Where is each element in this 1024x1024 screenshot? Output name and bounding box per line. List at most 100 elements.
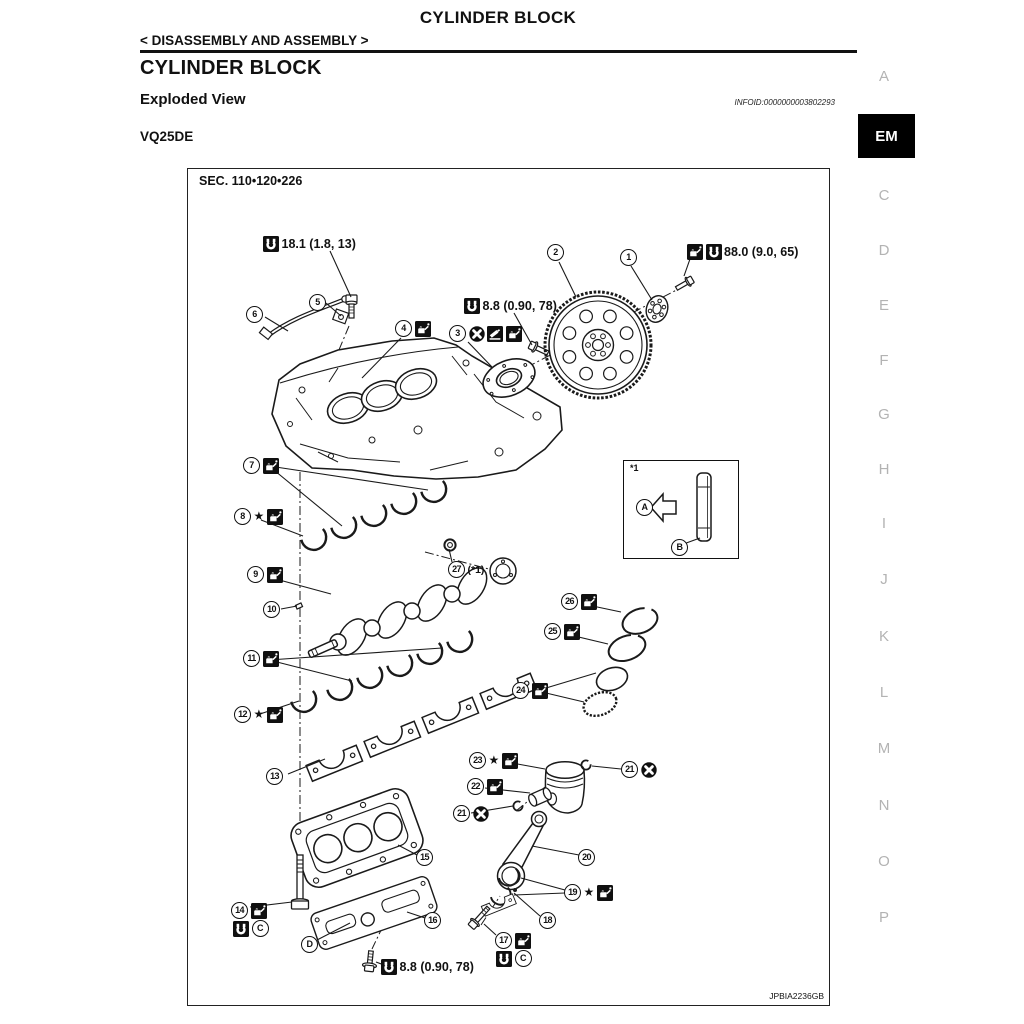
crankshaft-art <box>294 557 517 659</box>
side-index-j: J <box>880 571 888 588</box>
callout-15-row: 15 <box>416 849 433 866</box>
torque-wrench-icon <box>233 921 249 937</box>
callout-14-note-row: C <box>233 920 269 937</box>
callout-27-row: 27 (*1) <box>448 561 484 578</box>
letter-d-badge: D <box>301 936 318 953</box>
oil-icon <box>251 903 267 919</box>
callout-18: 18 <box>539 912 556 929</box>
callout-24-row: 24 <box>512 682 548 699</box>
side-index-e: E <box>878 297 889 314</box>
inset-box <box>623 460 739 559</box>
bolt-5-art <box>345 294 358 319</box>
oil-icon <box>687 244 703 260</box>
side-index-n: N <box>878 797 890 814</box>
callout-9: 9 <box>247 566 264 583</box>
callout-3-row: 3 <box>449 325 522 342</box>
callout-14-row: 14 <box>231 902 267 919</box>
callout-2-row: 2 <box>547 244 564 261</box>
rear-oil-seal-art <box>482 358 536 398</box>
callout-23: 23 <box>469 752 486 769</box>
callout-7-row: 7 <box>243 457 279 474</box>
section-title: CYLINDER BLOCK <box>140 57 322 79</box>
piston-pin-art <box>528 787 552 807</box>
oil-icon <box>487 779 503 795</box>
snap-rings-art <box>512 759 592 812</box>
callout-5: 5 <box>309 294 326 311</box>
non-reusable-icon <box>469 326 485 342</box>
torque-wrench-icon <box>496 951 512 967</box>
callout-17-note-row: C <box>496 950 532 967</box>
callout-4: 4 <box>395 320 412 337</box>
oil-icon <box>263 651 279 667</box>
callout-16: 16 <box>424 912 441 929</box>
side-index-i: I <box>881 515 887 532</box>
oil-icon <box>564 624 580 640</box>
figure-code: JPBIA2236GB <box>769 991 824 1001</box>
torque-wrench-icon <box>381 959 397 975</box>
letter-b-badge: B <box>671 539 688 556</box>
inset-letter-a-row: A <box>636 499 653 516</box>
oil-icon <box>263 458 279 474</box>
callout-3: 3 <box>449 325 466 342</box>
non-reusable-icon <box>641 762 657 778</box>
torque-flywheel-value: 88.0 (9.0, 65) <box>724 244 799 259</box>
callout-5-row: 5 <box>309 294 326 311</box>
oil-icon <box>506 326 522 342</box>
flywheel-bolt-art <box>674 275 695 292</box>
callout-26-row: 26 <box>561 593 597 610</box>
callout-27-note: (*1) <box>467 563 485 576</box>
infoid-label: INFOID:0000000003802293 <box>734 98 835 107</box>
sec-label: SEC. 110•120•226 <box>199 174 303 188</box>
page-header-title: CYLINDER BLOCK <box>419 8 577 27</box>
torque-baffle-value: 8.8 (0.90, 78) <box>399 959 474 974</box>
callout-13-row: 13 <box>266 768 283 785</box>
callout-22: 22 <box>467 778 484 795</box>
callout-21-left-row: 21 <box>453 805 489 822</box>
side-index-a: A <box>878 68 889 85</box>
callout-10: 10 <box>263 601 280 618</box>
callout-12: 12 <box>234 706 251 723</box>
torque-tube-value: 18.1 (1.8, 13) <box>281 236 356 251</box>
breadcrumb: < DISASSEMBLY AND ASSEMBLY > <box>140 33 369 48</box>
main-bolt-art <box>290 854 310 910</box>
select-fit-star: ★ <box>253 509 265 523</box>
callout-1: 1 <box>620 249 637 266</box>
inset-art <box>649 472 712 542</box>
select-fit-star: ★ <box>583 885 595 899</box>
select-fit-star: ★ <box>488 753 500 767</box>
side-index-h: H <box>878 461 890 478</box>
callout-27: 27 <box>448 561 465 578</box>
flywheel-art <box>543 290 653 400</box>
sealant-icon <box>487 326 503 342</box>
lower-block-art <box>290 787 424 889</box>
callout-8: 8 <box>234 508 251 525</box>
letter-d-row: D <box>301 936 318 953</box>
callout-6: 6 <box>246 306 263 323</box>
oil-icon <box>532 683 548 699</box>
inset-note: *1 <box>630 463 639 473</box>
callout-8-row: 8 ★ <box>234 508 283 525</box>
oil-icon <box>267 509 283 525</box>
seal-bolt-art <box>527 340 550 356</box>
callout-17-row: 17 <box>495 932 531 949</box>
inset-letter-b-row: B <box>671 539 688 556</box>
header-rule <box>140 50 857 53</box>
callout-23-row: 23 ★ <box>469 752 518 769</box>
callout-24: 24 <box>512 682 529 699</box>
drive-plate-art <box>645 295 669 323</box>
figure-frame <box>187 168 830 1006</box>
letter-c-badge: C <box>514 950 532 967</box>
callout-1-row: 1 <box>620 249 637 266</box>
oil-icon <box>597 885 613 901</box>
piston-art <box>544 760 586 814</box>
torque-seal-row: 8.8 (0.90, 78) <box>464 297 557 314</box>
side-index-m: M <box>877 740 891 757</box>
rod-bolt-art <box>467 905 491 930</box>
callout-26: 26 <box>561 593 578 610</box>
callout-20: 20 <box>578 849 595 866</box>
callout-22-row: 22 <box>467 778 503 795</box>
side-index-em-label: EM <box>875 127 898 145</box>
callout-12-row: 12 ★ <box>234 706 283 723</box>
callout-21: 21 <box>621 761 638 778</box>
